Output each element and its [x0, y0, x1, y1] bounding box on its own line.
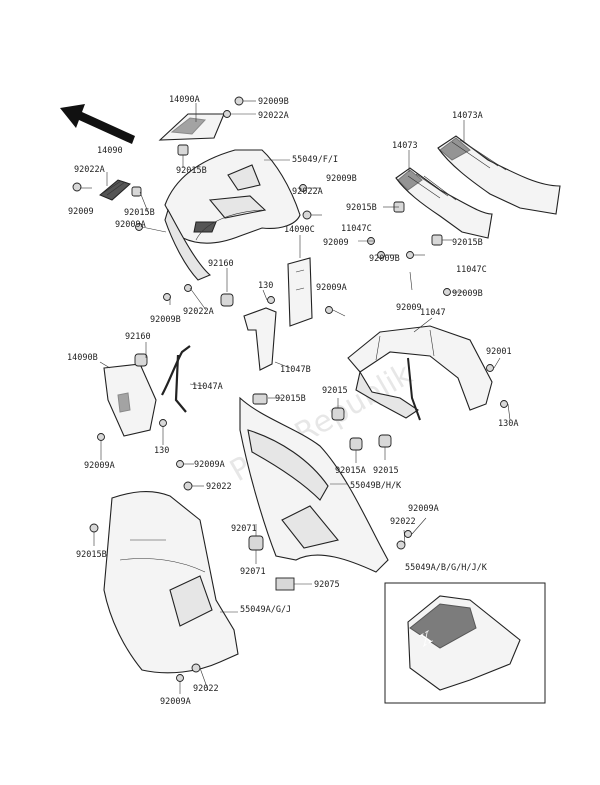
label-92015B: 92015B	[275, 394, 306, 404]
part-14090	[99, 179, 131, 201]
label-92075: 92075	[314, 580, 340, 590]
label-92022: 92022	[206, 482, 232, 492]
label-92001: 92001	[486, 347, 512, 357]
part-air-duct-14073	[395, 167, 493, 239]
label-92160: 92160	[125, 332, 151, 342]
label-55049A: 55049A/G/J	[240, 605, 291, 615]
label-92009A: 92009A	[316, 283, 347, 293]
label-92009B: 92009B	[326, 174, 357, 184]
part-14090B	[103, 363, 157, 437]
label-92071: 92071	[240, 567, 266, 577]
label-92009A: 92009A	[84, 461, 115, 471]
label-92009A: 92009A	[160, 697, 191, 707]
label-92009B: 92009B	[150, 315, 181, 325]
label-92022A: 92022A	[183, 307, 214, 317]
part-11047B	[243, 307, 277, 371]
label-92022A: 92022A	[292, 187, 323, 197]
label-92009: 92009	[396, 303, 422, 313]
part-11047A	[161, 345, 191, 413]
leader-lines	[80, 100, 511, 694]
label-92022: 92022	[193, 684, 219, 694]
part-side-fairing-55049A	[103, 490, 239, 674]
part-labels: 14090A 92009B 92022A 14073A 14073 14090 …	[67, 95, 518, 707]
label-11047B: 11047B	[280, 365, 311, 375]
label-92015: 92015	[322, 386, 348, 396]
label-92015B: 92015B	[176, 166, 207, 176]
label-92015B: 92015B	[76, 550, 107, 560]
label-55049: 55049/F/I	[292, 155, 338, 165]
label-92071: 92071	[231, 524, 257, 534]
label-11047: 11047	[420, 308, 446, 318]
label-92015B: 92015B	[124, 208, 155, 218]
label-92009B: 92009B	[258, 97, 289, 107]
part-upper-fairing-55049	[164, 149, 301, 281]
label-92009A: 92009A	[194, 460, 225, 470]
label-14090B: 14090B	[67, 353, 98, 363]
part-lower-fairing-55049B	[239, 396, 389, 573]
label-92015B: 92015B	[452, 238, 483, 248]
label-92009B: 92009B	[452, 289, 483, 299]
inset-decal-box: X	[384, 582, 546, 704]
direction-arrow-icon	[60, 104, 135, 144]
label-14073: 14073	[392, 141, 418, 151]
label-92022: 92022	[390, 517, 416, 527]
label-inset: 55049A/B/G/H/J/K	[405, 563, 488, 573]
label-14090A: 14090A	[169, 95, 200, 105]
part-14090C	[287, 257, 313, 327]
label-14090C: 14090C	[284, 225, 315, 235]
label-130: 130	[154, 446, 169, 456]
label-92009B: 92009B	[369, 254, 400, 264]
label-92009A: 92009A	[115, 220, 146, 230]
label-11047A: 11047A	[192, 382, 223, 392]
label-92015: 92015	[373, 466, 399, 476]
part-frame-11047	[347, 325, 493, 421]
label-130A: 130A	[498, 419, 518, 429]
label-130: 130	[258, 281, 273, 291]
label-55049B: 55049B/H/K	[350, 481, 402, 491]
label-92015B: 92015B	[346, 203, 377, 213]
label-14073A: 14073A	[452, 111, 483, 121]
label-92009: 92009	[68, 207, 94, 217]
label-11047C: 11047C	[456, 265, 487, 275]
label-92009A: 92009A	[408, 504, 439, 514]
label-92022A: 92022A	[74, 165, 105, 175]
part-14090A	[158, 113, 225, 141]
label-11047C: 11047C	[341, 224, 372, 234]
label-14090: 14090	[97, 146, 123, 156]
label-92009: 92009	[323, 238, 349, 248]
label-92015A: 92015A	[335, 466, 366, 476]
label-92022A: 92022A	[258, 111, 289, 121]
part-air-duct-14073A	[437, 135, 561, 215]
label-92160: 92160	[208, 259, 234, 269]
